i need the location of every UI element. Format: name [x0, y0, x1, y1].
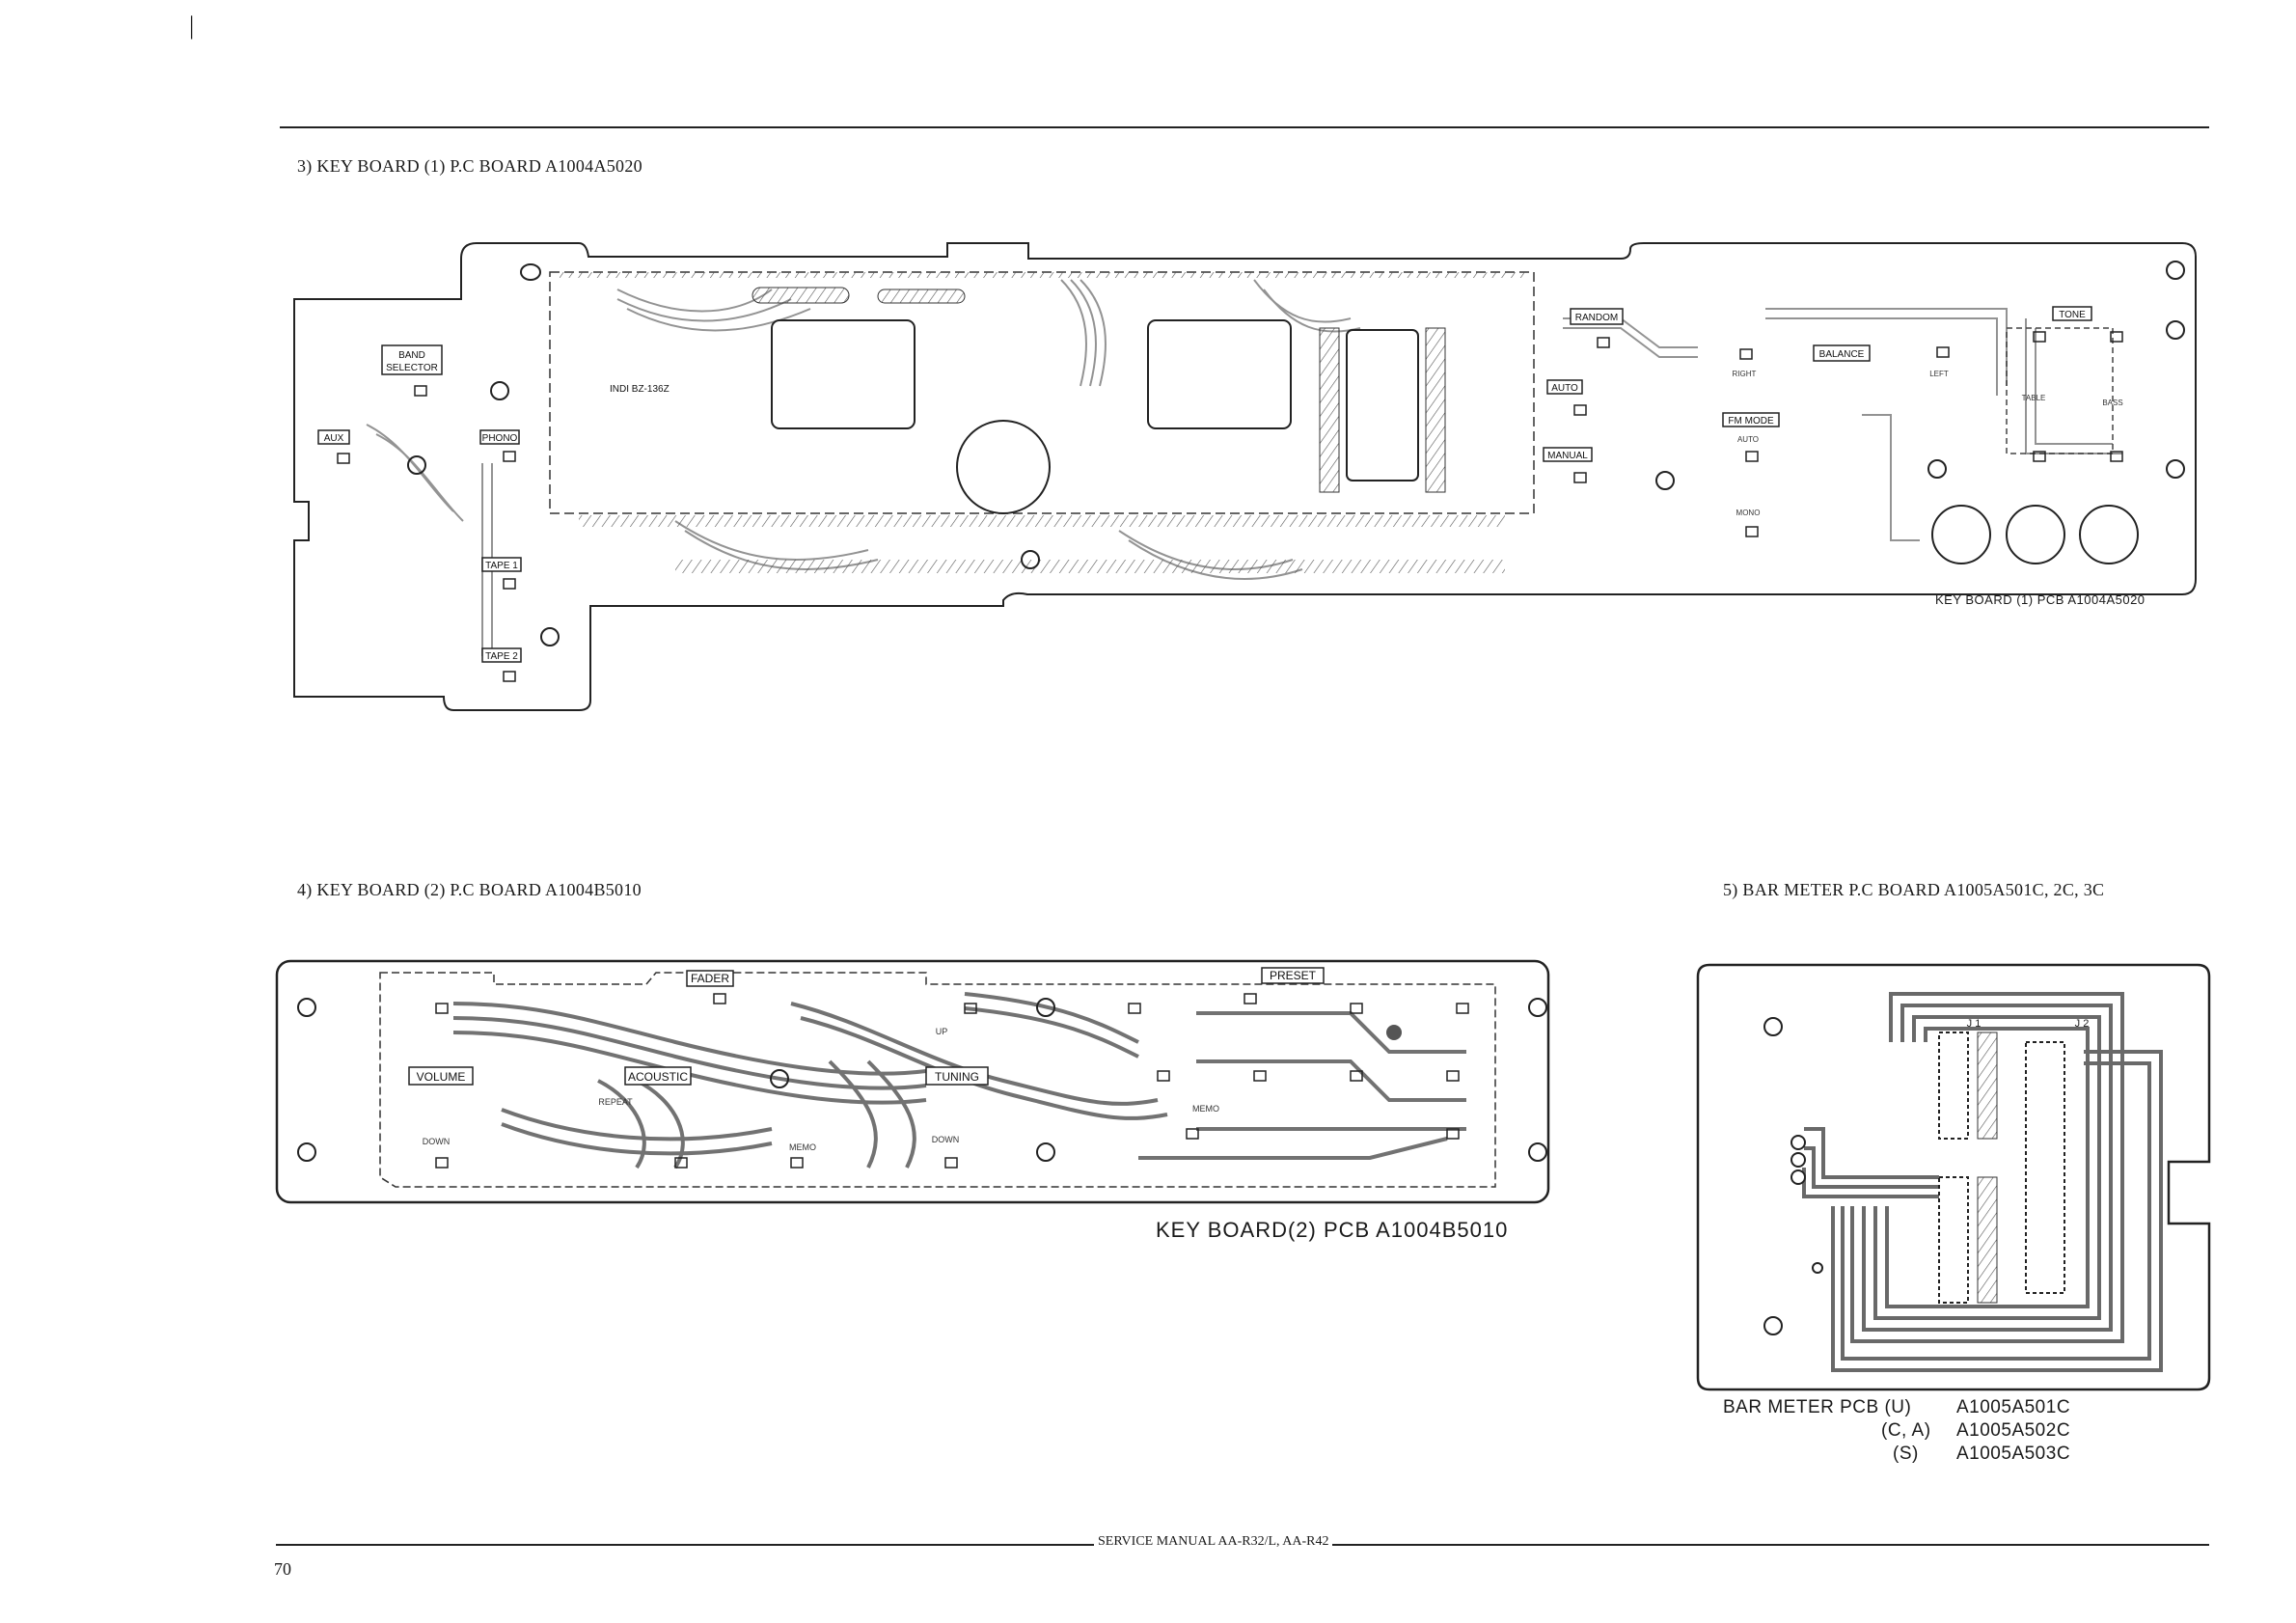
board2-mount-holes — [297, 998, 1547, 1162]
board3-connector-j1-top — [1938, 1032, 1969, 1140]
board2-switch-symbols — [435, 993, 1469, 1169]
board2-outline — [275, 959, 1550, 1204]
label-phono-box — [479, 429, 520, 445]
board3-connector-pins-b — [1977, 1176, 1998, 1304]
board1-traces — [366, 279, 2122, 656]
label-balance: BALANCE — [1819, 349, 1865, 360]
header-rule — [280, 126, 2209, 128]
label-tape1: TAPE 1 — [485, 561, 518, 571]
board1-outline — [293, 242, 2197, 711]
label-selector: SELECTOR — [386, 363, 438, 373]
label-auto-box — [1546, 379, 1583, 395]
label-preset: PRESET — [1270, 969, 1317, 982]
label-fader-box — [686, 970, 734, 987]
label-down: DOWN — [423, 1137, 451, 1146]
label-up: UP — [936, 1027, 948, 1036]
label-memo-2: MEMO — [1192, 1104, 1219, 1114]
board1-ic-pinstrip-right — [1425, 327, 1446, 493]
label-aux-box — [317, 429, 350, 445]
board1-large-hole — [956, 420, 1051, 514]
label-fm-mode-box — [1722, 412, 1780, 427]
board2-copper-area — [379, 972, 1496, 1188]
label-band: BAND — [398, 350, 425, 361]
board1-tone-region — [2006, 327, 2114, 454]
board1-ic-label: INDI BZ-136Z — [610, 384, 670, 395]
board3-traces — [1802, 992, 2163, 1372]
board1-mount-holes — [407, 261, 2185, 646]
bar-meter-caption-line-2a: (C, A) — [1881, 1420, 1931, 1441]
label-mono: MONO — [1736, 509, 1761, 517]
bar-meter-caption-line-3b: A1005A503C — [1956, 1444, 2071, 1464]
label-right: RIGHT — [1733, 370, 1757, 378]
page-number: 70 — [274, 1559, 291, 1579]
board1-window-1 — [771, 319, 916, 429]
label-volume: VOLUME — [417, 1070, 466, 1084]
label-acoustic-box — [624, 1066, 692, 1086]
label-tape1-box — [481, 557, 522, 572]
board1-ic-pinstrip-left — [1319, 327, 1340, 493]
label-manual-box — [1543, 447, 1593, 462]
label-tuning-box — [925, 1066, 989, 1086]
board1-caption: KEY BOARD (1) PCB A1004A5020 — [1935, 592, 2146, 607]
label-auto: AUTO — [1551, 383, 1578, 394]
label-aux: AUX — [324, 433, 344, 444]
bar-meter-caption-line-1b: A1005A501C — [1956, 1397, 2071, 1417]
label-volume-box — [408, 1066, 474, 1086]
label-tape2: TAPE 2 — [485, 651, 518, 662]
label-j1: J 1 — [1967, 1018, 1982, 1030]
board2-caption: KEY BOARD(2) PCB A1004B5010 — [1156, 1218, 1509, 1242]
board3-outline — [1696, 963, 2211, 1391]
board1-pin-rows — [560, 272, 1524, 573]
label-band-selector-box — [381, 344, 443, 375]
label-memo: MEMO — [789, 1142, 816, 1152]
label-manual: MANUAL — [1547, 451, 1588, 461]
board3-connector-j2-right — [2025, 1041, 2065, 1294]
label-random: RANDOM — [1575, 313, 1618, 323]
label-acoustic: ACOUSTIC — [628, 1070, 688, 1084]
section5-title: 5) BAR METER P.C BOARD A1005A501C, 2C, 3… — [1723, 880, 2105, 899]
board2-connector-pad — [1386, 1025, 1402, 1040]
label-table: TABLE — [2022, 394, 2046, 402]
board3-connector-pins-a — [1977, 1032, 1998, 1140]
board1-pots — [1931, 505, 2139, 564]
board1-switch-symbols — [337, 331, 2123, 682]
label-random-box — [1570, 308, 1624, 325]
label-balance-box — [1813, 344, 1871, 362]
label-down-2: DOWN — [932, 1135, 960, 1144]
board1-hole-center — [1021, 550, 1040, 569]
bar-meter-caption-line-1a: BAR METER PCB (U) — [1723, 1397, 1912, 1417]
top-mark: | — [189, 12, 195, 40]
section4-title: 4) KEY BOARD (2) P.C BOARD A1004B5010 — [297, 880, 642, 899]
label-fader: FADER — [691, 972, 729, 985]
footer-title: SERVICE MANUAL AA-R32/L, AA-R42 — [1094, 1534, 1333, 1550]
label-repeat: REPEAT — [598, 1097, 633, 1107]
label-preset-box — [1261, 967, 1325, 984]
label-fm-mode: FM MODE — [1728, 416, 1774, 426]
board3-mount-holes — [1763, 1017, 1783, 1335]
board3-connector-j1-bottom — [1938, 1176, 1969, 1304]
label-tape2-box — [481, 647, 522, 663]
bar-meter-caption-line-3a: (S) — [1893, 1444, 1919, 1464]
board3-pads — [1790, 1135, 1823, 1274]
board1-window-3 — [1346, 329, 1419, 481]
board1-window-2 — [1147, 319, 1292, 429]
label-tuning: TUNING — [935, 1070, 979, 1084]
label-bass: BASS — [2102, 399, 2122, 407]
label-tone-box — [2052, 306, 2092, 321]
label-left: LEFT — [1929, 370, 1949, 378]
label-j2: J 2 — [2075, 1018, 2090, 1030]
label-tone: TONE — [2059, 310, 2086, 320]
label-auto-small: AUTO — [1737, 435, 1759, 444]
label-phono: PHONO — [482, 433, 518, 444]
bar-meter-caption-line-2b: A1005A502C — [1956, 1420, 2071, 1441]
section3-title: 3) KEY BOARD (1) P.C BOARD A1004A5020 — [297, 156, 642, 176]
